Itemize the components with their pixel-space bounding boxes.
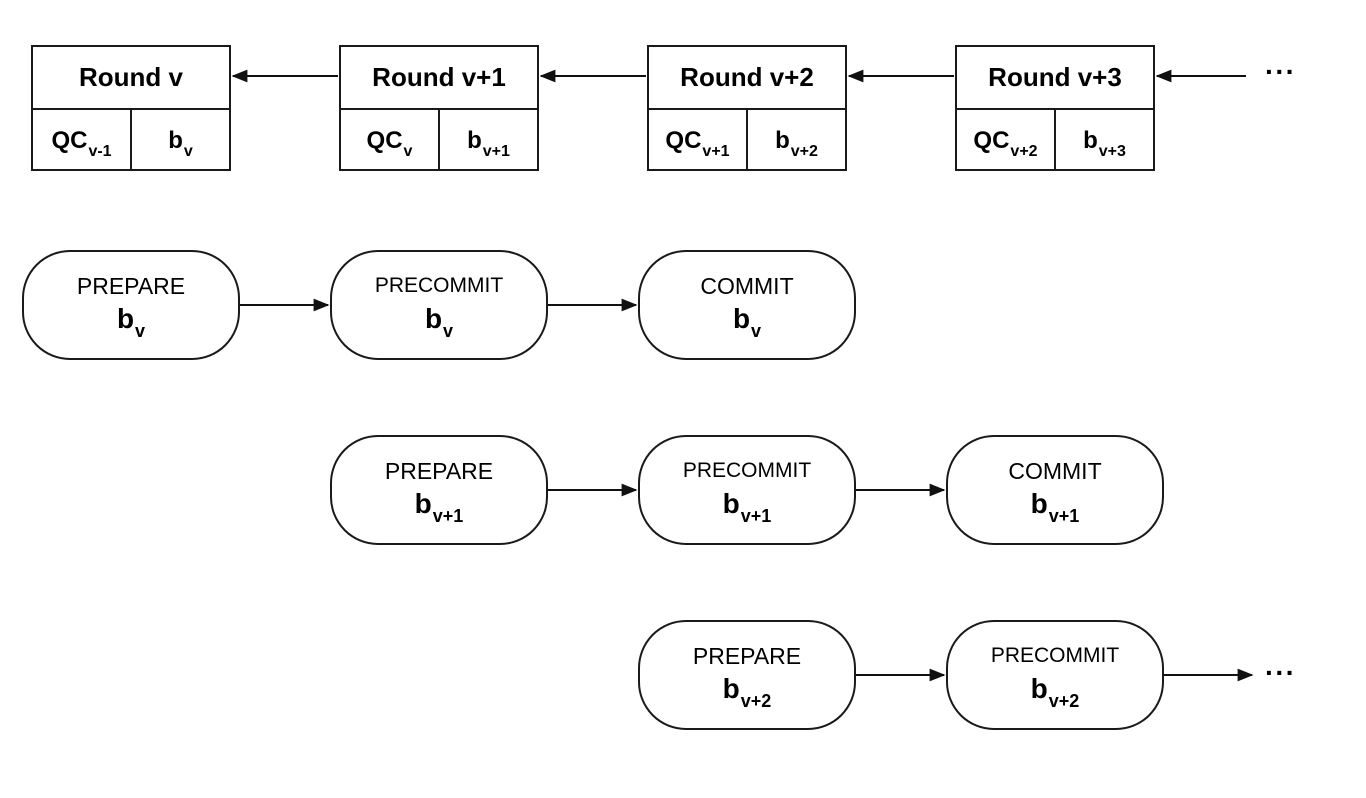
phase-name: PREPARE	[384, 457, 494, 484]
phase-name: COMMIT	[1008, 457, 1102, 484]
phase-name: PRECOMMIT	[682, 458, 812, 482]
pipeline-continuation-ellipsis: ···	[1265, 657, 1296, 688]
phase-name: PRECOMMIT	[990, 643, 1120, 667]
round-title: Round v+1	[341, 47, 537, 110]
round-title: Round v+3	[957, 47, 1153, 110]
phase-name: PRECOMMIT	[374, 273, 504, 297]
round-title: Round v+2	[649, 47, 845, 110]
phase-name: PREPARE	[692, 642, 802, 669]
chain-continuation-ellipsis: ···	[1265, 56, 1296, 87]
phase-name: COMMIT	[700, 272, 794, 299]
phase-name: PREPARE	[76, 272, 186, 299]
round-title: Round v	[33, 47, 229, 110]
